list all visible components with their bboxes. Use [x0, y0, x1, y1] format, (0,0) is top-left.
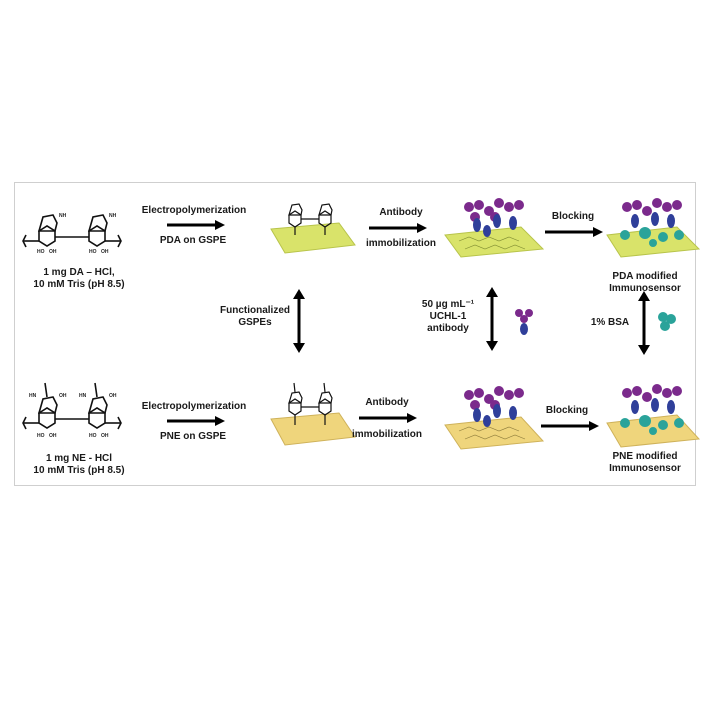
pne-step3-label: Blocking	[545, 405, 589, 416]
pda-antibody-electrode	[444, 198, 545, 258]
functionalized-double-arrow	[293, 289, 305, 353]
pda-step1-arrow	[167, 220, 225, 230]
pda-result-label: PDA modified Immunosensor	[595, 271, 695, 295]
pda-step3-arrow	[545, 227, 603, 237]
pda-step3-label: Blocking	[551, 211, 595, 222]
bsa-icon	[658, 312, 676, 331]
da-amount: 1 mg DA – HCl,	[43, 267, 115, 278]
atom-oh-2: OH	[101, 249, 109, 255]
pne-immunosensor	[606, 384, 701, 448]
antibody-conc-label: 50 µg mL⁻¹ UCHL-1 antibody	[413, 299, 483, 335]
functionalized-line1: Functionalized	[220, 305, 290, 316]
pne-electrode	[270, 382, 356, 446]
pne-step2-arrow	[359, 413, 417, 423]
pda-monomer-structure	[22, 214, 122, 248]
pne-atom-oh-2: OH	[109, 393, 117, 399]
antibody-target: UCHL-1	[429, 311, 467, 322]
pne-step1-label: Electropolymerization	[141, 401, 247, 412]
pda-step1-label: Electropolymerization	[141, 205, 247, 216]
pne-atom-hn-2: HN	[79, 393, 87, 399]
scheme-panel: NH NH HO OH HO OH 1 mg DA – HCl, 10 mM T…	[14, 182, 701, 486]
atom-oh-1: OH	[49, 249, 57, 255]
pne-step1-arrow	[167, 416, 225, 426]
pne-atom-ho-2: HO	[89, 433, 97, 439]
pda-step2-arrow	[369, 223, 427, 233]
bsa-label: 1% BSA	[590, 317, 630, 328]
pda-step1-sub: PDA on GSPE	[159, 235, 227, 246]
pda-electrode	[270, 203, 356, 254]
pda-immunosensor	[606, 198, 701, 258]
ne-monomer-label: 1 mg NE - HCl 10 mM Tris (pH 8.5)	[29, 453, 129, 477]
pne-step3-arrow	[541, 421, 599, 431]
ne-buffer: 10 mM Tris (pH 8.5)	[33, 465, 125, 476]
bsa-double-arrow	[638, 291, 650, 355]
pne-result-line2: Immunosensor	[609, 463, 681, 474]
pne-atom-oh-1: OH	[59, 393, 67, 399]
da-monomer-label: 1 mg DA – HCl, 10 mM Tris (pH 8.5)	[29, 267, 129, 291]
atom-ho-1: HO	[37, 249, 45, 255]
da-buffer: 10 mM Tris (pH 8.5)	[33, 279, 125, 290]
pne-step1-sub: PNE on GSPE	[159, 431, 227, 442]
pda-step2-label: Antibody	[361, 207, 441, 219]
pne-result-label: PNE modified Immunosensor	[595, 451, 695, 475]
atom-nh-1: NH	[59, 213, 67, 219]
functionalized-line2: GSPEs	[238, 317, 272, 328]
pda-step2-label-2: immobilization	[366, 238, 436, 249]
antibody-word: antibody	[427, 323, 469, 334]
pne-monomer-structure	[22, 382, 122, 430]
pda-result-line2: Immunosensor	[609, 283, 681, 294]
antibody-double-arrow	[486, 287, 498, 351]
ne-amount: 1 mg NE - HCl	[45, 453, 113, 464]
functionalized-label: Functionalized GSPEs	[215, 305, 295, 329]
pne-atom-oh-4: OH	[101, 433, 109, 439]
antibody-concentration: 50 µg mL⁻¹	[421, 299, 475, 310]
antibody-icon	[515, 309, 533, 335]
pne-atom-hn-1: HN	[29, 393, 37, 399]
pne-step2-label: Antibody	[365, 397, 409, 408]
pne-step2-label-2: immobilization	[352, 429, 422, 440]
pda-result-line1: PDA modified	[612, 271, 678, 282]
atom-ho-2: HO	[89, 249, 97, 255]
pne-antibody-electrode	[444, 386, 545, 450]
pne-atom-ho-1: HO	[37, 433, 45, 439]
atom-nh-2: NH	[109, 213, 117, 219]
pda-step2-label-line1: Antibody	[379, 207, 423, 218]
pne-result-line1: PNE modified	[612, 451, 678, 462]
pne-atom-oh-3: OH	[49, 433, 57, 439]
